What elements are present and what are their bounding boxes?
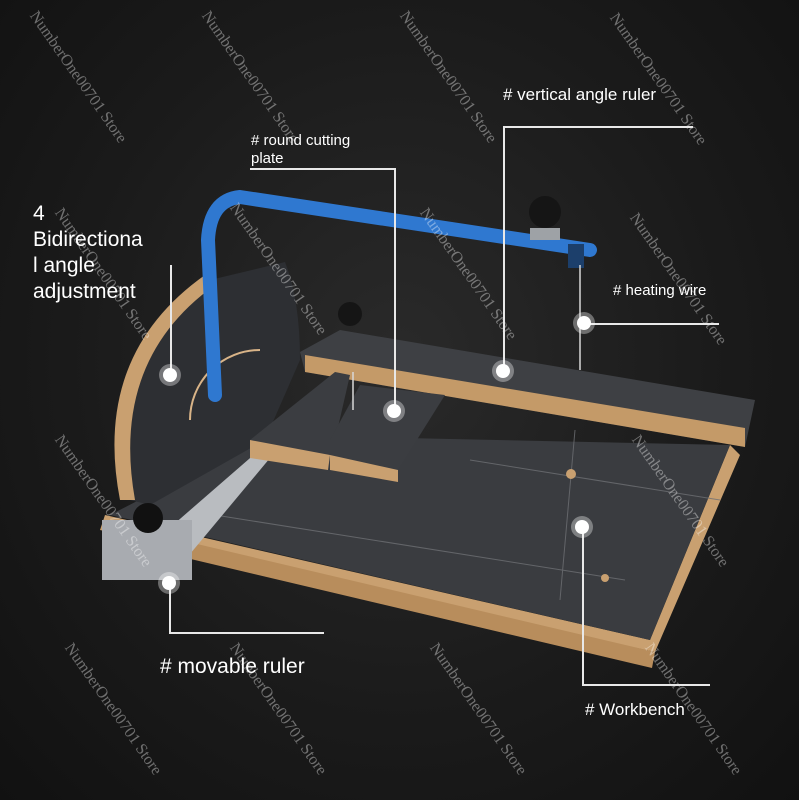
- foam-block-right: [330, 385, 445, 470]
- callout-line-workbench-h: [582, 684, 710, 686]
- top-knob: [529, 196, 561, 228]
- callout-line-workbench-v: [582, 527, 584, 684]
- blue-frame-arm: [200, 189, 597, 402]
- workbench-wood-front: [178, 540, 655, 668]
- callout-dot-heating-wire: [577, 316, 591, 330]
- label-angle-adjust-line2: Bidirectiona: [33, 228, 143, 251]
- label-round-cutting-plate-line2: plate: [251, 150, 284, 167]
- rail-knob: [338, 302, 362, 326]
- foam-block-left-side: [250, 440, 330, 470]
- label-round-cutting-plate-line1: # round cutting: [251, 132, 351, 149]
- label-angle-adjust-line3: l angle: [33, 254, 95, 277]
- plate-center-hole: [566, 469, 576, 479]
- callout-dot-vertical-ruler: [496, 364, 510, 378]
- label-movable-ruler: # movable ruler: [160, 655, 305, 678]
- callout-line-movable-ruler-v: [169, 583, 171, 633]
- foam-block-left: [250, 372, 350, 462]
- callout-line-vertical-ruler-h: [503, 126, 693, 128]
- callout-dot-angle-adjust: [163, 368, 177, 382]
- callout-line-heating-wire: [584, 323, 719, 325]
- vertical-angle-ruler-wood: [305, 355, 745, 447]
- callout-dot-workbench: [575, 520, 589, 534]
- callout-dot-movable-ruler: [162, 576, 176, 590]
- label-workbench: # Workbench: [585, 700, 685, 719]
- callout-dot-round-plate: [387, 404, 401, 418]
- label-angle-adjust-line1: 4: [33, 202, 45, 225]
- plate-scale-marks: [214, 429, 721, 601]
- round-cutting-plate-wood-edge: [114, 275, 215, 500]
- label-vertical-angle-ruler: # vertical angle ruler: [503, 85, 657, 104]
- foam-block-right-side: [330, 455, 398, 482]
- label-heating-wire: # heating wire: [613, 282, 707, 299]
- callout-line-round-plate-h: [250, 168, 395, 170]
- workbench-wood-edge: [100, 445, 740, 652]
- ruler-knob: [133, 503, 163, 533]
- callout-line-vertical-ruler-v: [503, 126, 505, 371]
- top-knob-collar: [530, 228, 560, 240]
- plate-hole: [601, 574, 609, 582]
- callout-line-round-plate-v: [394, 168, 396, 410]
- workbench-plate: [110, 435, 730, 640]
- callout-line-movable-ruler-h: [169, 632, 324, 634]
- label-angle-adjust-line4: adjustment: [33, 280, 136, 303]
- frame-tip: [568, 244, 584, 268]
- callout-line-angle-adjust: [170, 265, 172, 375]
